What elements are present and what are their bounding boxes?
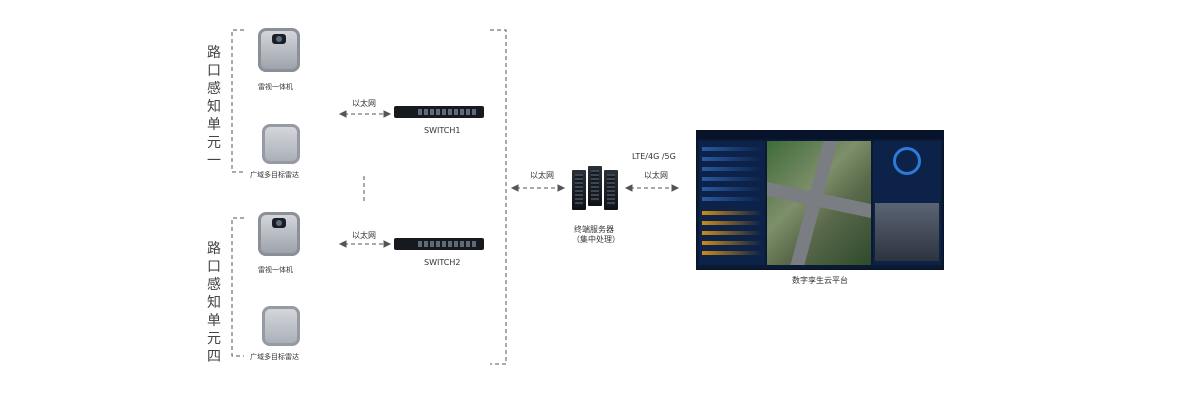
server-label-line2: （集中处理） — [572, 235, 620, 244]
group1-camera-label: 雷视一体机 — [258, 83, 293, 91]
group4-camera-label: 雷视一体机 — [258, 266, 293, 274]
group1-switch-label: SWITCH1 — [424, 126, 461, 135]
uplink-label-bottom: 以太网 — [644, 171, 668, 180]
group1-bracket — [231, 29, 244, 173]
arrow-uplink — [624, 184, 680, 192]
switch-icon — [394, 106, 484, 118]
radar-icon — [262, 124, 300, 164]
radar-icon — [262, 306, 300, 346]
switch-icon — [394, 238, 484, 250]
arrow-server — [510, 184, 566, 192]
arrow-group4 — [338, 240, 392, 248]
group4-switch-label: SWITCH2 — [424, 258, 461, 267]
server-label-line1: 终端服务器 — [574, 225, 614, 234]
group1-label: 路口感知单元一 — [207, 45, 221, 169]
group4-label: 路口感知单元四 — [207, 241, 221, 365]
server-link-label: 以太网 — [530, 171, 554, 180]
arrow-group1 — [338, 110, 392, 118]
outer-bracket — [490, 29, 507, 365]
group4-radar-label: 广域多目标雷达 — [250, 353, 299, 361]
server-rack-icon — [572, 166, 618, 210]
uplink-label-top: LTE/4G /5G — [632, 152, 676, 161]
radar-camera-icon — [258, 212, 300, 256]
group1-radar-label: 广域多目标雷达 — [250, 171, 299, 179]
group4-link-label: 以太网 — [352, 231, 376, 240]
dashboard-screen-icon — [696, 130, 944, 270]
group4-bracket — [231, 217, 244, 357]
group1-link-label: 以太网 — [352, 99, 376, 108]
platform-label: 数字孪生云平台 — [792, 276, 848, 285]
radar-camera-icon — [258, 28, 300, 72]
